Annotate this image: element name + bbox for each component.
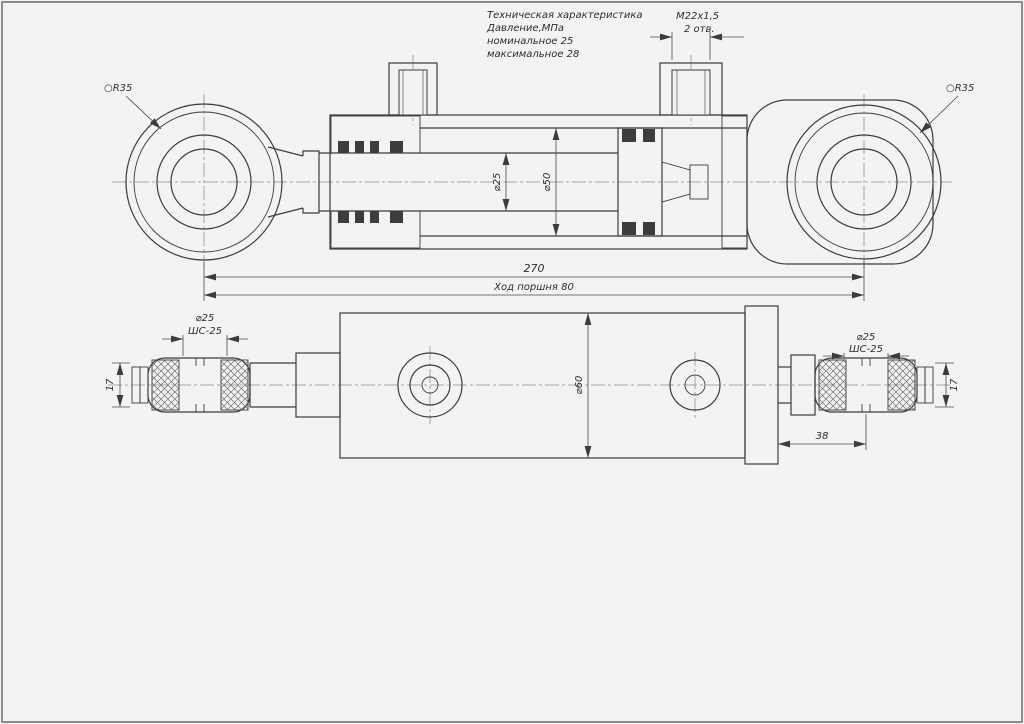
dim-holes-label: 2 отв. — [684, 24, 715, 35]
right-rod-eye — [746, 99, 942, 265]
dim-pin-width-left: 17 — [105, 362, 130, 408]
dim-bearing-left: ⌀25 ШС-25 — [162, 313, 248, 356]
left-pin-assembly — [131, 352, 341, 418]
dim-rod-dia-label: ⌀25 — [492, 173, 503, 192]
port-boss-right — [659, 62, 723, 116]
piston — [617, 127, 709, 237]
dim-pin-dia-right-label: ⌀25 — [857, 332, 876, 343]
rod-gland — [330, 115, 421, 249]
dim-r35-left-label: ○R35 — [104, 83, 132, 94]
port-boss-left — [388, 62, 438, 116]
dim-rod-dia: ⌀25 — [492, 153, 510, 211]
dim-pin-width-right: 17 — [935, 362, 960, 408]
tech-spec-title: Техническая характеристика — [487, 10, 643, 21]
dim-bore-dia: ⌀50 — [542, 128, 560, 236]
dim-offset-38: 38 — [777, 414, 867, 464]
dim-thread-label: M22x1,5 — [676, 11, 719, 22]
dim-r35-right: ○R35 — [919, 83, 974, 134]
left-rod-eye — [125, 103, 320, 261]
side-section-view: Техническая характеристика Давление,МПа … — [104, 10, 974, 301]
dim-stroke-label: Ход поршня 80 — [493, 282, 574, 293]
plan-view: 17 ⌀25 ШС-25 ⌀25 ШС-25 38 — [105, 305, 960, 465]
dim-thread: M22x1,5 2 отв. — [650, 11, 744, 60]
dim-r35-right-label: ○R35 — [946, 83, 974, 94]
dim-pin-dia-left-label: ⌀25 — [196, 313, 215, 324]
centerlines-plan-view — [108, 346, 952, 424]
gland-seals — [338, 141, 403, 223]
dim-length-label: 270 — [524, 262, 545, 275]
dim-bearing-right: ⌀25 ШС-25 — [823, 332, 909, 360]
dim-pin-width-left-label: 17 — [105, 378, 116, 391]
dim-r35-left: ○R35 — [104, 83, 162, 130]
dim-offset-label: 38 — [816, 431, 829, 442]
tech-spec-pressure: Давление,МПа — [486, 23, 564, 34]
tech-spec-nominal: номинальное 25 — [487, 36, 573, 47]
dim-stroke: Ход поршня 80 — [204, 282, 864, 299]
dim-body-dia: ⌀60 — [574, 313, 592, 458]
tech-spec-maximal: максимальное 28 — [487, 49, 579, 60]
right-pin-assembly — [778, 354, 934, 416]
dim-bore-dia-label: ⌀50 — [542, 173, 553, 192]
tech-spec-block: Техническая характеристика Давление,МПа … — [486, 10, 643, 60]
dim-body-dia-label: ⌀60 — [574, 376, 585, 395]
dim-bearing-right-label: ШС-25 — [849, 344, 883, 355]
dim-bearing-left-label: ШС-25 — [188, 326, 222, 337]
dim-pin-width-right-label: 17 — [949, 378, 960, 391]
